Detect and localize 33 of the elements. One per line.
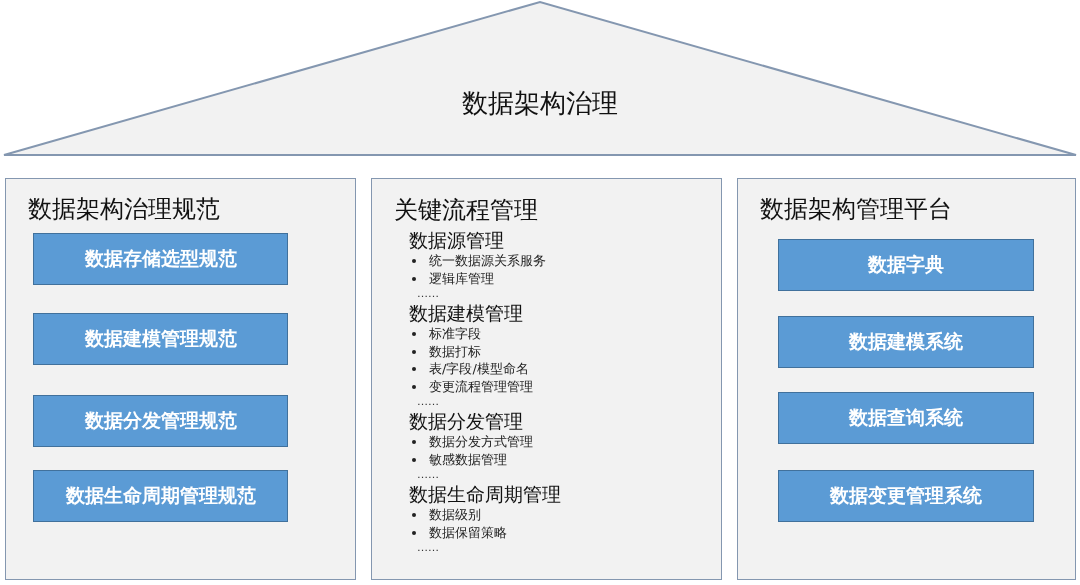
bullet-item: 敏感数据管理 (429, 451, 507, 467)
ellipsis-text: …… (416, 541, 440, 554)
item-box: 数据分发管理规范 (33, 395, 288, 447)
ellipsis-text: …… (416, 287, 440, 300)
panel-heading: 数据架构管理平台 (760, 194, 952, 225)
panel-heading: 关键流程管理 (394, 195, 539, 226)
pillar-panel (737, 178, 1076, 580)
section-heading: 数据分发管理 (409, 410, 524, 433)
bullet-item: 逻辑库管理 (429, 270, 494, 286)
section-heading: 数据生命周期管理 (409, 483, 561, 506)
bullet-item: 数据打标 (429, 343, 481, 359)
ellipsis-text: …… (416, 395, 440, 408)
pillar-panel (5, 178, 356, 580)
item-box: 数据查询系统 (778, 392, 1034, 444)
item-box: 数据生命周期管理规范 (33, 470, 288, 522)
bullet-item: 统一数据源关系服务 (429, 253, 546, 268)
bullet-item: 标准字段 (429, 326, 481, 341)
bullet-item: 数据级别 (429, 507, 481, 522)
section-heading: 数据建模管理 (409, 302, 524, 325)
section-heading: 数据源管理 (409, 229, 505, 252)
ellipsis-text: …… (416, 468, 440, 481)
item-box: 数据建模管理规范 (33, 313, 288, 365)
roof-title: 数据架构治理 (461, 87, 619, 120)
bullet-item: 变更流程管理管理 (429, 378, 533, 394)
bullet-item: 数据保留策略 (429, 524, 507, 540)
bullet-item: 表/字段/模型命名 (429, 361, 529, 376)
bullet-item: 数据分发方式管理 (429, 434, 533, 449)
item-box: 数据建模系统 (778, 316, 1034, 368)
panel-heading: 数据架构治理规范 (28, 194, 220, 225)
item-box: 数据存储选型规范 (33, 233, 288, 285)
item-box: 数据字典 (778, 239, 1034, 291)
item-box: 数据变更管理系统 (778, 470, 1034, 522)
pillar-panel (371, 178, 722, 580)
